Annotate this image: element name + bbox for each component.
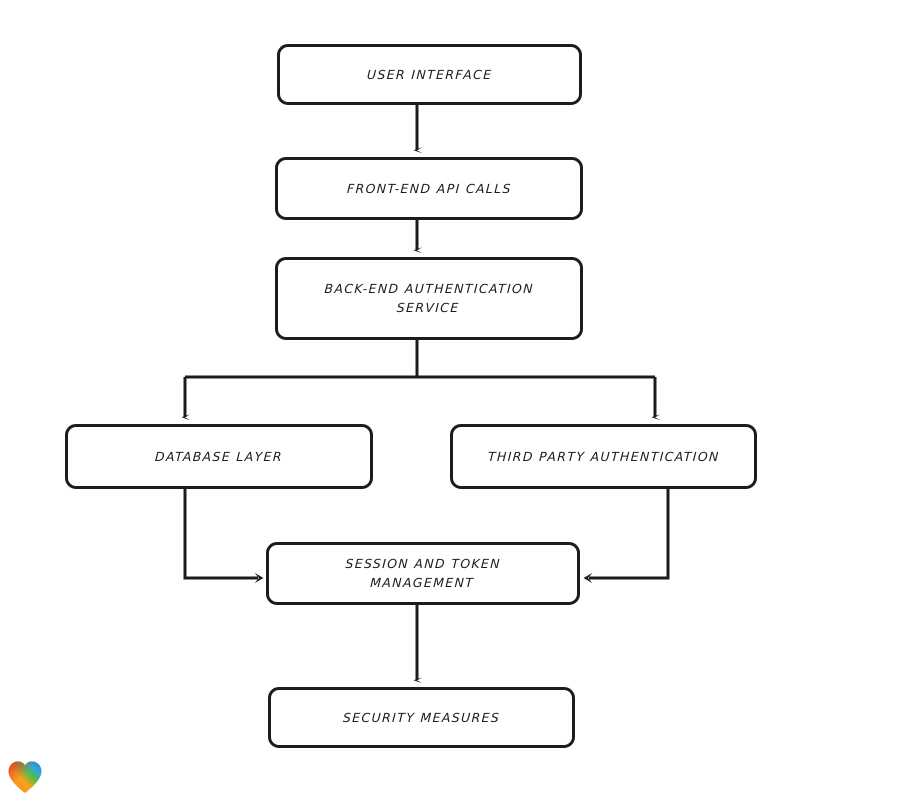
node-frontend-api-calls-label: Front-End API Calls (346, 180, 512, 196)
node-user-interface[interactable]: User Interface (277, 44, 582, 105)
node-third-party-authentication[interactable]: Third Party Authentication (450, 424, 757, 489)
node-user-interface-label: User Interface (366, 66, 493, 82)
node-database-layer-label: Database Layer (154, 448, 284, 464)
node-frontend-api-calls[interactable]: Front-End API Calls (275, 157, 583, 220)
heart-icon (8, 761, 42, 793)
node-security-measures-label: Security Measures (342, 709, 501, 725)
node-session-and-token-management[interactable]: Session and Token Management (266, 542, 580, 605)
node-session-and-token-management-label: Session and Token Management (345, 556, 502, 591)
node-security-measures[interactable]: Security Measures (268, 687, 575, 748)
node-backend-authentication-service-label: Back-End Authentication Service (324, 281, 535, 316)
edge-third-party-auth-to-session-token (583, 489, 670, 584)
node-database-layer[interactable]: Database Layer (65, 424, 373, 489)
edge-backend-auth-split-trunk (185, 340, 655, 379)
node-backend-authentication-service[interactable]: Back-End Authentication Service (275, 257, 583, 340)
edge-database-layer-to-session-token (183, 489, 264, 584)
node-third-party-authentication-label: Third Party Authentication (487, 448, 720, 464)
